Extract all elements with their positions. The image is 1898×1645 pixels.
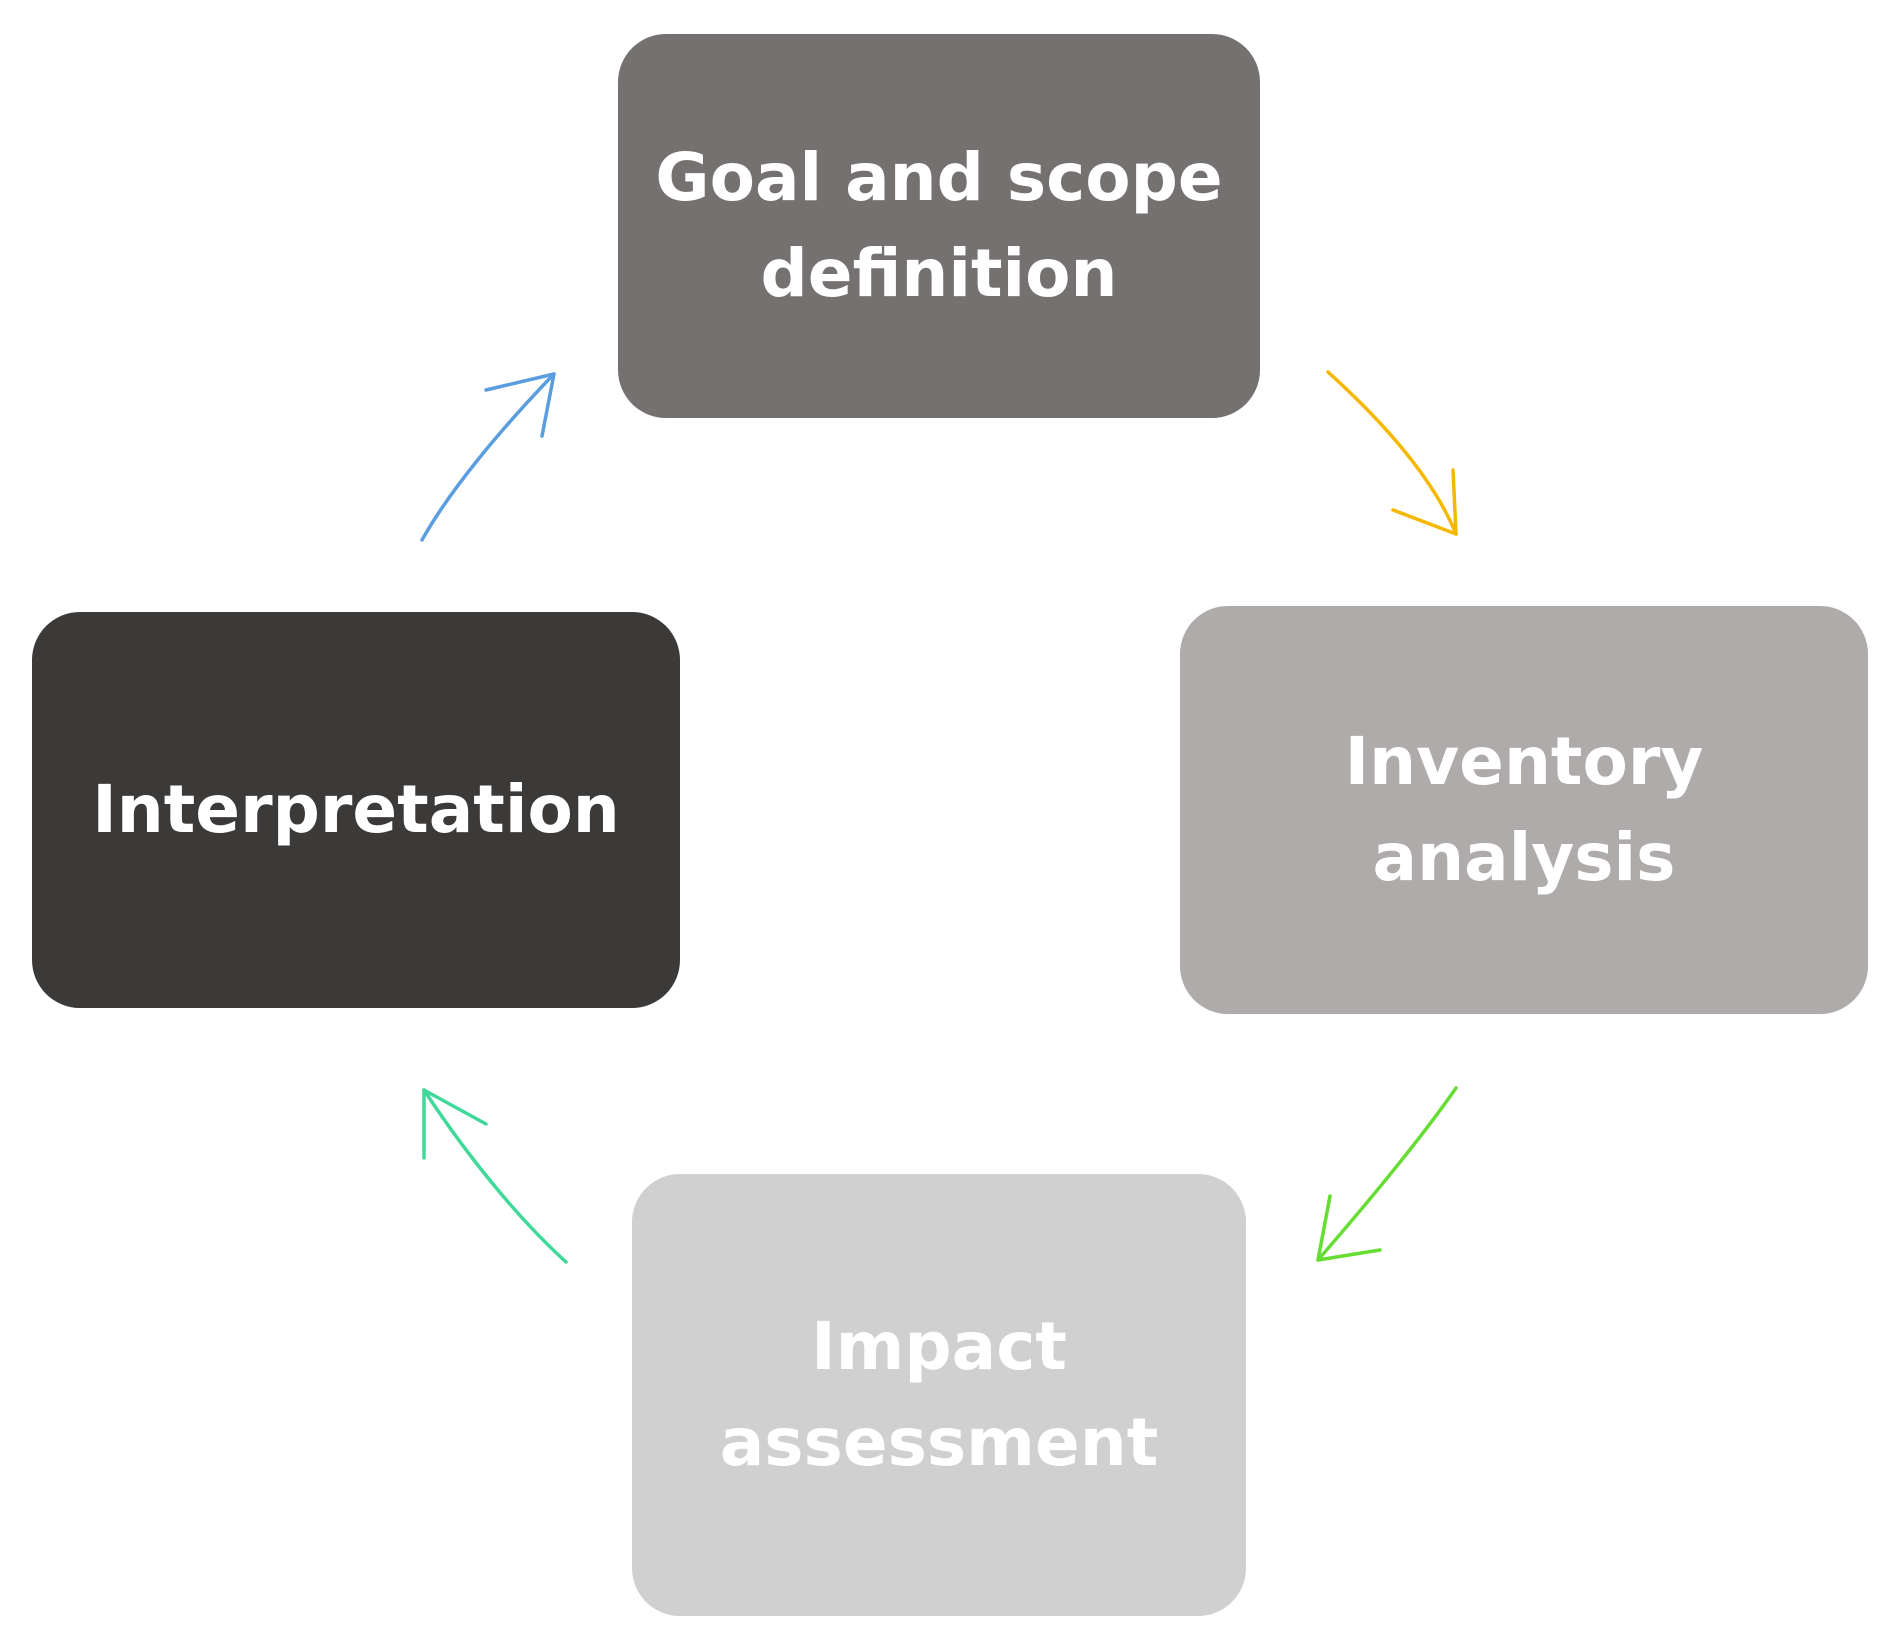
arrow-interpretation-to-goal-head [484,372,556,438]
arrow-inventory-to-impact-head [1316,1194,1382,1262]
step-impact-assessment-label: Impact assessment [719,1308,1159,1481]
arrow-goal-to-inventory-shaft [1326,370,1458,536]
arrow-impact-to-interpretation-head [422,1088,488,1160]
arrow-interpretation-to-goal [420,372,556,542]
step-goal-and-scope-label: Goal and scope definition [655,139,1223,312]
arrow-goal-to-inventory [1326,370,1458,536]
step-interpretation-label: Interpretation [92,771,620,848]
arrow-impact-to-interpretation-shaft [422,1088,568,1264]
step-impact-assessment: Impact assessment [632,1174,1246,1616]
step-goal-and-scope: Goal and scope definition [618,34,1260,418]
arrow-impact-to-interpretation [422,1088,568,1264]
arrow-interpretation-to-goal-shaft [420,372,556,542]
step-inventory-analysis: Inventory analysis [1180,606,1868,1014]
arrow-inventory-to-impact [1316,1086,1458,1262]
step-interpretation: Interpretation [32,612,680,1008]
arrow-inventory-to-impact-shaft [1316,1086,1458,1262]
step-inventory-analysis-label: Inventory analysis [1344,723,1704,896]
arrow-goal-to-inventory-head [1391,468,1458,536]
